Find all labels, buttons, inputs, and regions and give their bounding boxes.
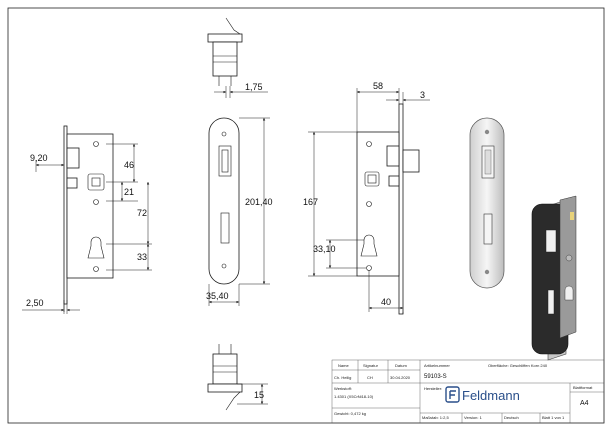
lock-side-view [63,125,114,312]
rear-latch-outer [402,149,420,173]
rear-deadbolt [388,175,400,187]
bottom-detail-leader [225,391,241,411]
rear-case [356,131,400,277]
dim-1-75: 1,75 [245,82,263,92]
dim-35-40: 35,40 [206,291,229,301]
tb-hersteller-label: Hersteller: [424,386,442,391]
dim-15-group: 15 [237,383,268,405]
faceplate [208,117,240,285]
top-detail-leader [225,17,241,35]
rear-follower-hole [367,174,377,184]
dim-40: 40 [381,297,391,307]
top-detail-view [207,17,243,86]
bottom-detail-view [207,344,243,411]
cylinder-cutout [87,236,105,259]
tb-sprache: Deutsch [504,415,519,420]
dim-3: 3 [420,90,425,100]
right-dimensions: 58 3 167 33,10 40 [303,81,430,314]
rear-screw-top [366,141,372,147]
lock-case [66,133,114,279]
dim-46: 46 [124,160,134,170]
top-detail-plate [207,33,243,43]
screw-hole-bottom [93,266,99,272]
center-dimensions: 201,40 35,40 [206,117,273,306]
dim-167: 167 [303,197,318,207]
lock-rear-view [356,103,420,315]
faceplate-screw-bottom [221,263,227,269]
bolt-opening [220,212,230,244]
dim-72: 72 [137,208,147,218]
render-faceplate-front [469,117,505,289]
dim-15: 15 [254,390,264,400]
dim-33: 33 [137,252,147,262]
tb-blatt: Blatt 1 von 1 [542,415,565,420]
rear-follower [364,171,380,187]
dim-58: 58 [373,81,383,91]
sheet-border [7,7,605,424]
tb-artikelnummer-value: 59103-S [424,374,447,380]
bottom-detail-plate [207,383,243,393]
tb-header-signatur: Signatur [363,363,379,368]
rear-forend [398,103,404,315]
tb-artikelnummer-label: Artikelnummer [424,363,450,368]
tb-row1-date: 30.04.2020 [390,375,411,380]
tb-oberflaeche: Oberfläche: Geschliffen Korn 240 [488,363,548,368]
tb-werkstoff-value: 1.4301 (X5CrNi18-10) [334,394,374,399]
dim-201-40: 201,40 [245,197,273,207]
brand-name: Feldmann [462,388,520,403]
feldmann-logo: Feldmann [445,386,520,403]
latch-inner [221,149,229,173]
left-dimensions: 9,20 46 21 72 33 2,50 [22,143,152,314]
screw-hole-top [93,141,99,147]
faceplate-front-view [208,117,240,285]
tb-version: Version: 1 [464,415,483,420]
tb-gewicht: Gewicht: 0,472 kg [334,411,366,416]
rear-latch [386,145,400,167]
dead-bolt [66,177,78,189]
dim-33-10: 33,10 [313,244,336,254]
forend-strip [63,125,68,305]
dim-9-20: 9,20 [30,153,48,163]
screw-hole-mid [93,199,99,205]
dim-2-50: 2,50 [26,298,44,308]
tb-werkstoff-label: Werkstoff: [334,386,352,391]
tb-header-datum: Datum [395,363,407,368]
dim-21: 21 [124,187,134,197]
rear-cylinder-cutout [360,234,378,257]
title-block: Name Signatur Datum Ch. Heilig CH 30.04.… [331,359,605,424]
tb-header-name: Name [338,363,349,368]
tb-blattformat-label: Blattformat [573,385,593,390]
render-lock-isometric [531,195,577,361]
follower-square [87,173,105,191]
latch-bolt [66,147,80,169]
top-detail-body [212,41,238,77]
tb-row1-name: Ch. Heilig [334,375,351,380]
rear-screw-mid [366,201,372,207]
dim-1-75-group: 1,75 [214,82,268,98]
tb-row1-sig: CH [367,375,373,380]
tb-massstab: Maßstab: 1:2,5 [422,415,449,420]
tb-blattformat-value: A4 [580,400,589,407]
faceplate-screw-top [221,131,227,137]
bottom-detail-body [212,353,238,385]
follower-hole [91,177,101,187]
latch-opening [218,145,232,177]
